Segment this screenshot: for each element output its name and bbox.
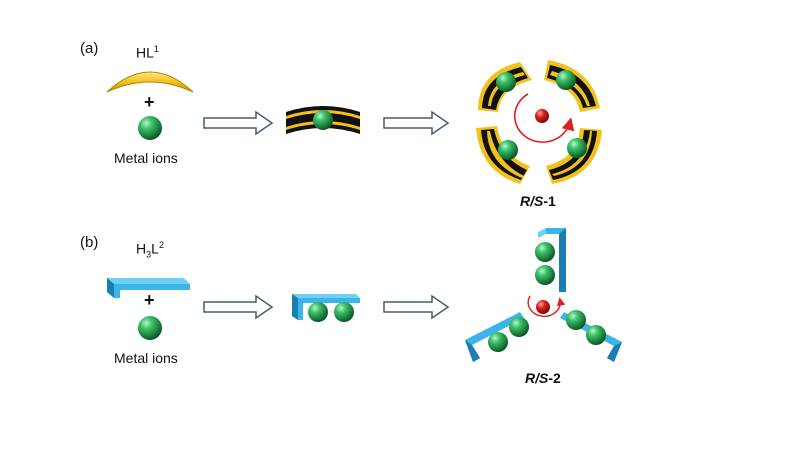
plus-sign: + [144,290,155,310]
metal-ion-sphere [334,302,354,322]
process-arrow [383,110,450,136]
metal-ion-sphere [566,310,586,330]
product-label-1: R/S-1 [520,193,556,209]
metal-ion-sphere [313,110,333,130]
product-assembly-1 [476,60,602,184]
process-arrow [203,294,274,320]
panel-label-a: (a) [80,40,99,57]
ligand-segment [538,228,566,292]
metal-ion-sphere [138,116,162,140]
metal-ion-sphere [556,70,576,90]
product-label-2: R/S-2 [525,370,561,386]
ligand-segment [465,312,524,362]
metal-ion-sphere [535,242,555,262]
metal-ion-sphere [138,316,162,340]
metal-ion-sphere [496,72,516,92]
metal-ions-label: Metal ions [114,350,178,366]
metal-ions-label: Metal ions [114,150,178,166]
ligand-label-h3l2: H3L2 [136,240,164,260]
metal-ion-sphere [535,265,555,285]
center-sphere [535,109,549,123]
rotation-arrow [527,295,566,318]
intermediate-complex-a [286,106,360,134]
metal-ion-sphere [509,317,529,337]
ligand-h3l2-bracket [107,278,190,298]
plus-sign: + [144,92,155,112]
metal-ion-sphere [586,325,606,345]
product-assembly-2 [465,228,622,362]
process-arrow [203,110,274,136]
center-sphere [536,300,550,314]
process-arrow [383,294,450,320]
rotation-arrow [514,93,575,143]
metal-ion-sphere [308,302,328,322]
metal-ion-sphere [498,140,518,160]
panel-label-b: (b) [80,234,99,251]
metal-ion-sphere [488,332,508,352]
metal-ion-sphere [567,138,587,158]
ligand-label-hl1: HL1 [136,44,159,61]
intermediate-complex-b [292,294,360,322]
ligand-hl1-crescent [106,71,194,93]
